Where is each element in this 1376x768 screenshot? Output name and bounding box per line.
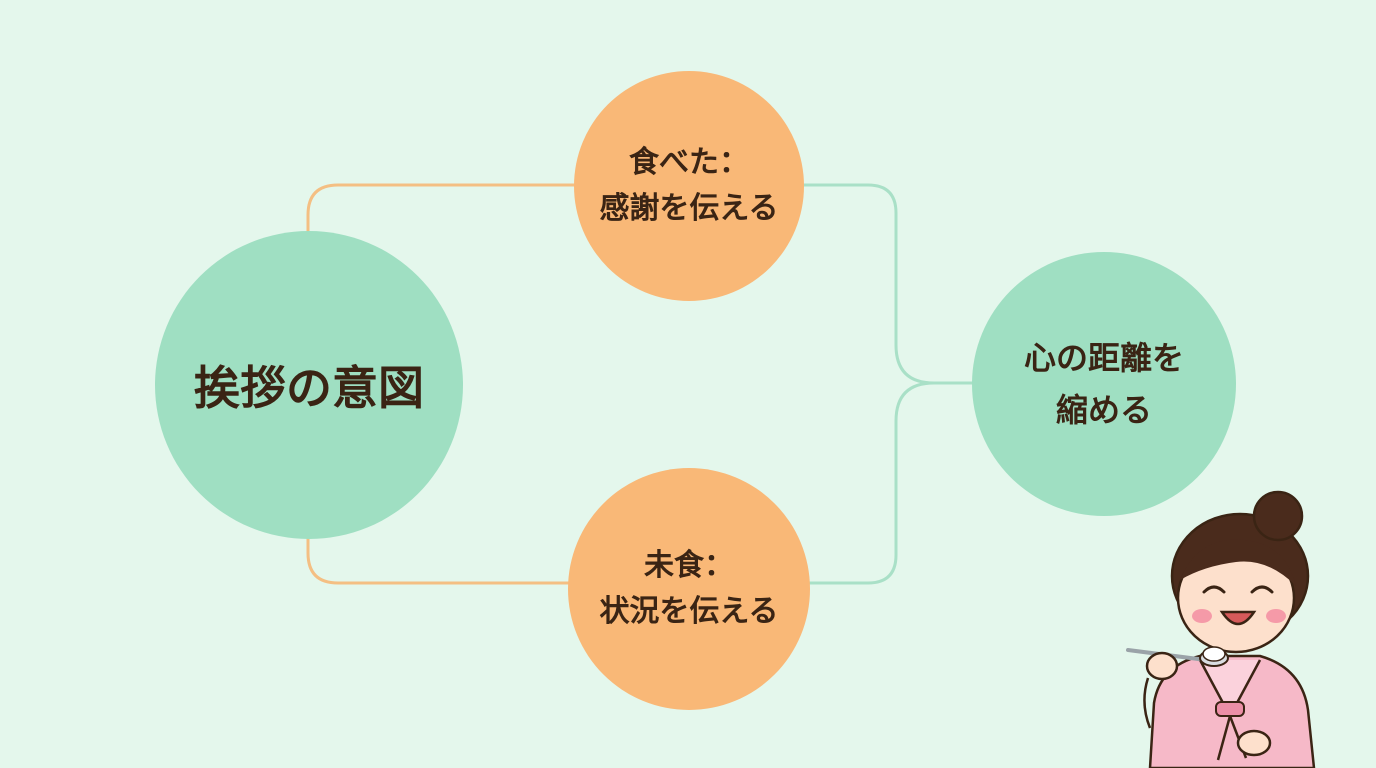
node-not-eaten-line1: 未食： xyxy=(643,548,734,583)
node-not-eaten: 未食： 状況を伝える xyxy=(568,468,810,710)
connector-center-to-top xyxy=(306,183,580,233)
girl-eating-with-spoon-icon xyxy=(1126,490,1316,768)
node-close-distance-line2: 縮める xyxy=(1055,391,1152,429)
connector-top-to-right xyxy=(800,183,976,385)
node-ate-line1: 食べた： xyxy=(628,145,749,180)
connector-bottom-to-right xyxy=(804,381,936,585)
node-close-distance: 心の距離を 縮める xyxy=(972,252,1236,516)
node-ate: 食べた： 感謝を伝える xyxy=(574,71,804,301)
node-not-eaten-line2: 状況を伝える xyxy=(599,594,779,629)
node-ate-line2: 感謝を伝える xyxy=(599,191,779,226)
connector-center-to-bottom xyxy=(306,537,574,585)
node-close-distance-line1: 心の距離を xyxy=(1023,339,1184,377)
node-greeting-intent: 挨拶の意図 xyxy=(155,231,463,539)
node-greeting-intent-label: 挨拶の意図 xyxy=(194,361,424,415)
